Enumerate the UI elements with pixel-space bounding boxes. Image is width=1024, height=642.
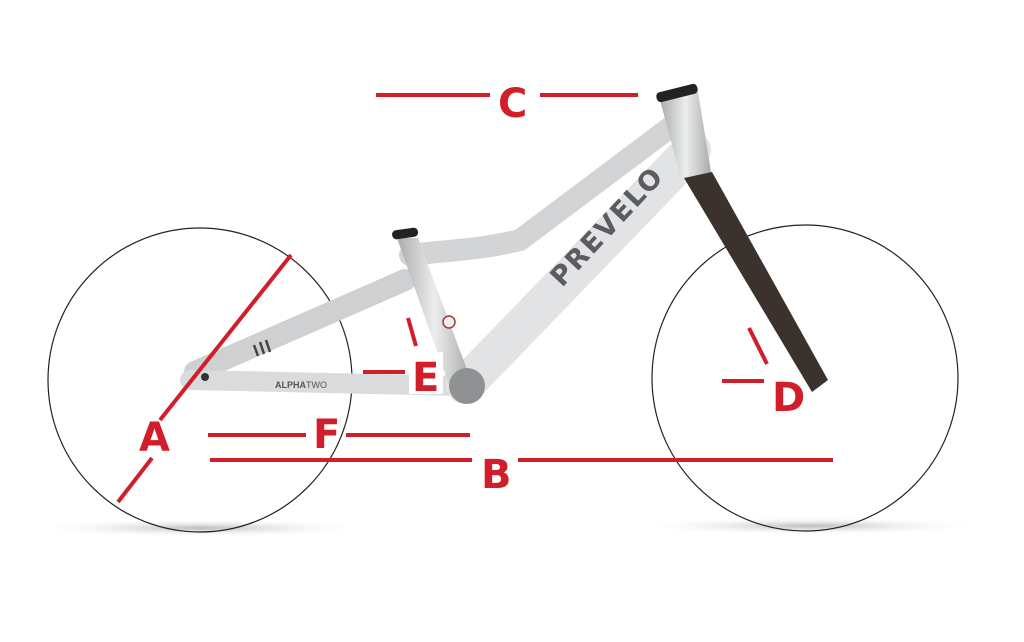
dimension-a-line-upper <box>158 253 293 422</box>
model-text: ALPHATWO <box>275 380 327 390</box>
seat-stay <box>184 269 416 383</box>
dimension-a-line-lower <box>116 456 154 504</box>
rear-dropout <box>201 373 209 381</box>
dimension-d-tick <box>747 327 769 365</box>
dimension-lines <box>116 93 833 504</box>
label-b: B <box>481 452 512 498</box>
label-a: A <box>139 415 170 461</box>
rear-wheel-shadow <box>30 519 370 537</box>
down-tube <box>446 131 711 404</box>
front-wheel <box>651 224 959 532</box>
dimension-e-tick <box>406 317 418 347</box>
seat-tube <box>397 238 472 388</box>
label-e: E <box>412 355 439 401</box>
label-c: C <box>498 81 527 127</box>
bike-frame: PREVELO ALPHATWO <box>180 83 828 404</box>
top-tube <box>399 109 691 266</box>
seat-tube-cap <box>392 227 419 240</box>
head-badge <box>442 315 456 329</box>
label-f: F <box>313 412 340 458</box>
chainstay-stripes <box>252 339 272 357</box>
head-tube-cap <box>656 83 698 103</box>
fork <box>684 172 828 392</box>
label-d: D <box>772 375 805 421</box>
bottom-bracket <box>449 368 485 404</box>
head-tube <box>660 92 712 182</box>
front-wheel-shadow <box>635 517 985 535</box>
